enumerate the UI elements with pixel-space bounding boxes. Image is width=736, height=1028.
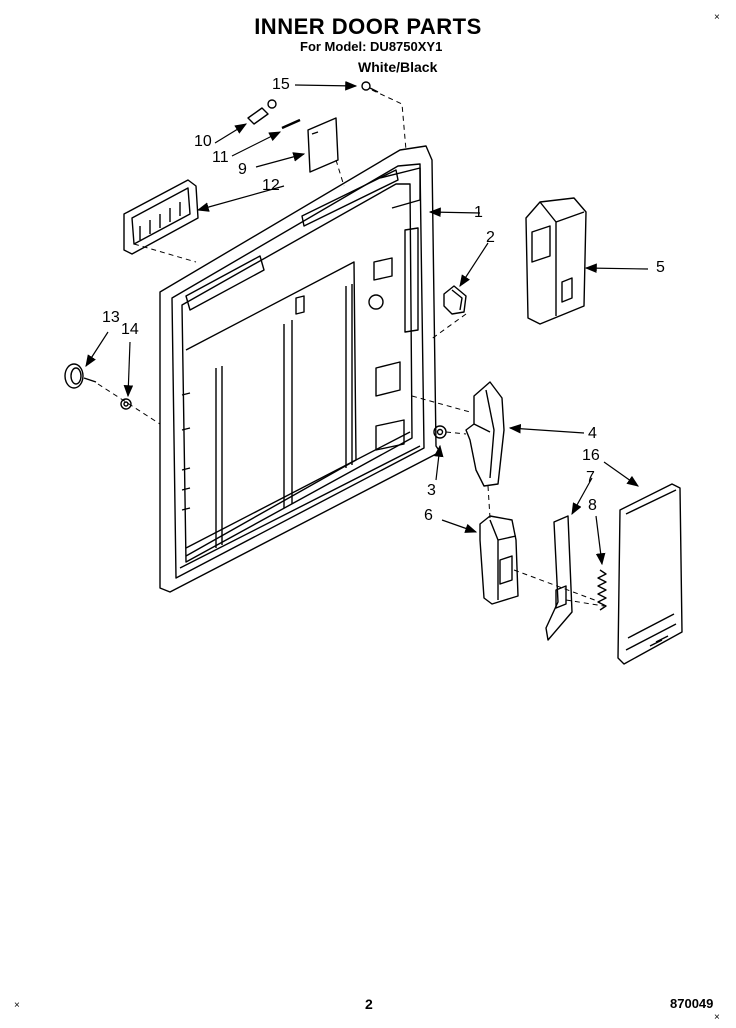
callout-4: 4: [588, 425, 597, 442]
model-line: For Model: DU8750XY1: [300, 39, 443, 54]
corner-mark: ×: [714, 1012, 720, 1023]
console-strip: [123, 179, 199, 255]
callout-12: 12: [262, 177, 280, 194]
callout-13: 13: [102, 309, 120, 326]
callout-16: 16: [582, 447, 600, 464]
callout-10: 10: [194, 133, 212, 150]
callout-1: 1: [474, 204, 483, 221]
slide-plate-7: [545, 515, 573, 641]
document-id: 870049: [670, 996, 714, 1011]
knob-13: [64, 363, 97, 389]
callout-11: 11: [212, 149, 229, 166]
corner-mark: ×: [714, 12, 720, 23]
washer-14: [120, 398, 132, 410]
cover-panel-16: [617, 483, 683, 665]
assembly-lines: [97, 89, 605, 607]
cover-9: [307, 117, 339, 173]
callout-9: 9: [238, 161, 247, 178]
latch-body-6: [479, 515, 519, 605]
housing-5: [525, 197, 587, 325]
callout-7: 7: [586, 469, 595, 486]
leader-arrows: [85, 81, 649, 566]
page-title: INNER DOOR PARTS: [254, 14, 482, 39]
screw-15: [361, 81, 379, 93]
page-number: 2: [365, 996, 373, 1012]
callout-15: 15: [272, 76, 290, 93]
rod-11: [281, 118, 301, 130]
bracket-2: [443, 285, 467, 315]
callout-2: 2: [486, 229, 495, 246]
callout-14: 14: [121, 321, 139, 338]
clip-10: [247, 99, 277, 125]
callout-5: 5: [656, 259, 665, 276]
callout-6: 6: [424, 507, 433, 524]
color-variant: White/Black: [358, 59, 438, 75]
inner-door-panel: [159, 145, 441, 593]
callout-3: 3: [427, 482, 436, 499]
callout-8: 8: [588, 497, 597, 514]
latch-4: [465, 381, 505, 487]
spring-8: [597, 569, 607, 611]
corner-mark: ×: [14, 1000, 20, 1011]
